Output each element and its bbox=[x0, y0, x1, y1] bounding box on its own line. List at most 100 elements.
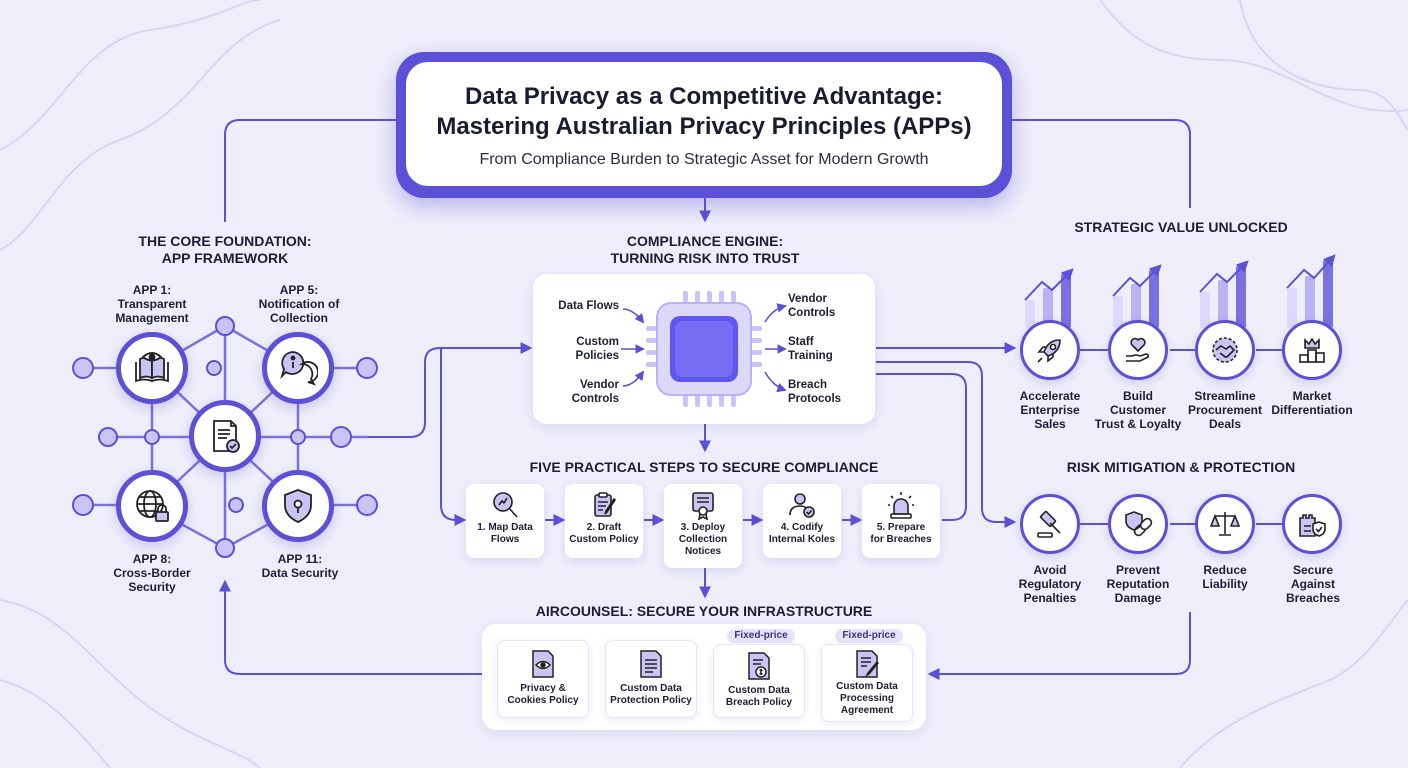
gavel-icon bbox=[1037, 510, 1061, 538]
app11-title: Data Security bbox=[261, 566, 339, 580]
step-2-label: 2. Draft Custom Policy bbox=[569, 522, 639, 545]
engine-card: Data Flows Custom Policies Vendor Contro… bbox=[533, 274, 875, 424]
engine-input-0: Data Flows bbox=[558, 300, 619, 312]
app8-number: APP 8: bbox=[132, 552, 172, 566]
shield-lock-icon bbox=[284, 489, 312, 523]
app11-number: APP 11: bbox=[277, 552, 323, 566]
rocket-icon bbox=[1037, 339, 1061, 363]
castle-shield-icon bbox=[1299, 514, 1326, 537]
fixed-price-badge-1: Fixed-price bbox=[727, 629, 795, 643]
handshake-icon bbox=[1212, 337, 1238, 363]
doc-processing-agreement-label: Custom Data Processing Agreement bbox=[836, 681, 898, 716]
crown-podium-icon bbox=[1299, 337, 1325, 363]
subtitle: From Compliance Burden to Strategic Asse… bbox=[479, 151, 929, 168]
growth-bars-graphic bbox=[1024, 254, 1336, 328]
engine-output-2: Breach Protocols bbox=[788, 379, 842, 405]
chip-icon bbox=[621, 291, 787, 407]
engine-output-1: Staff Training bbox=[788, 336, 833, 362]
globe-lock-icon bbox=[136, 490, 169, 522]
app1-title-2: Management bbox=[115, 311, 189, 325]
strategic-node-3[interactable] bbox=[1195, 320, 1255, 380]
document-icon bbox=[640, 650, 662, 678]
title-card: Data Privacy as a Competitive Advantage:… bbox=[406, 62, 1002, 186]
step-3-label: 3. Deploy Collection Notices bbox=[678, 522, 728, 557]
app5-title-1: Notification of bbox=[258, 297, 340, 311]
strategic-node-2[interactable] bbox=[1108, 320, 1168, 380]
step-4-label: 4. Codify Internal Koles bbox=[768, 522, 836, 545]
doc-privacy-cookies[interactable]: Privacy & Cookies Policy bbox=[497, 640, 589, 718]
alarm-light-icon bbox=[888, 492, 914, 519]
risk-node-3[interactable] bbox=[1195, 494, 1255, 554]
fixed-price-badge-2: Fixed-price bbox=[835, 629, 903, 643]
app8-node[interactable] bbox=[116, 470, 188, 542]
dollar-document-icon bbox=[748, 652, 770, 680]
engine-input-1: Custom Policies bbox=[575, 336, 619, 362]
app11-node[interactable] bbox=[262, 470, 334, 542]
risk-node-1[interactable] bbox=[1020, 494, 1080, 554]
step-3[interactable]: 3. Deploy Collection Notices bbox=[664, 484, 742, 568]
strategic-node-4[interactable] bbox=[1282, 320, 1342, 380]
app1-title-1: Transparent bbox=[117, 297, 187, 311]
engine-header-line-2: TURNING RISK INTO TRUST bbox=[610, 250, 800, 266]
app5-label: APP 5: Notification of Collection bbox=[244, 283, 354, 325]
app8-label: APP 8: Cross-Border Security bbox=[100, 552, 204, 594]
signed-document-icon bbox=[856, 650, 880, 678]
app-network-nodes bbox=[72, 316, 378, 558]
user-check-icon bbox=[789, 493, 815, 518]
foundation-header-line-2: APP FRAMEWORK bbox=[161, 250, 289, 266]
app5-number: APP 5: bbox=[279, 283, 319, 297]
engine-header: COMPLIANCE ENGINE: TURNING RISK INTO TRU… bbox=[580, 233, 830, 267]
doc-processing-agreement[interactable]: Custom Data Processing Agreement bbox=[821, 644, 913, 722]
risk-label-2: Prevent Reputation Damage bbox=[1106, 563, 1170, 605]
engine-header-line-1: COMPLIANCE ENGINE: bbox=[626, 233, 784, 249]
step-4[interactable]: 4. Codify Internal Koles bbox=[763, 484, 841, 558]
doc-data-protection[interactable]: Custom Data Protection Policy bbox=[605, 640, 697, 718]
title-line-2: Mastering Australian Privacy Principles … bbox=[436, 113, 972, 140]
strategic-header: STRATEGIC VALUE UNLOCKED bbox=[1074, 219, 1288, 235]
foundation-header-line-1: THE CORE FOUNDATION: bbox=[138, 233, 312, 249]
info-chat-icon bbox=[280, 351, 318, 386]
book-eye-icon bbox=[135, 352, 169, 383]
step-2[interactable]: 2. Draft Custom Policy bbox=[565, 484, 643, 558]
clipboard-pen-icon bbox=[594, 492, 617, 517]
app1-node[interactable] bbox=[116, 332, 188, 404]
risk-label-1: Avoid Regulatory Penalties bbox=[1018, 563, 1082, 605]
aircounsel-header: AIRCOUNSEL: SECURE YOUR INFRASTRUCTURE bbox=[535, 603, 873, 619]
title-line-1: Data Privacy as a Competitive Advantage: bbox=[465, 83, 943, 110]
strategic-label-1: Accelerate Enterprise Sales bbox=[1019, 389, 1081, 431]
risk-header: RISK MITIGATION & PROTECTION bbox=[1066, 459, 1296, 475]
eye-document-icon bbox=[532, 650, 554, 678]
app8-title-2: Security bbox=[128, 580, 176, 594]
growth-arrows bbox=[1024, 254, 1336, 301]
step-1[interactable]: 1. Map Data Flows bbox=[466, 484, 544, 558]
strategic-node-1[interactable] bbox=[1020, 320, 1080, 380]
engine-input-2: Vendor Controls bbox=[571, 379, 619, 405]
scales-icon bbox=[1209, 512, 1241, 536]
app11-label: APP 11: Data Security bbox=[250, 552, 350, 580]
foundation-header: THE CORE FOUNDATION: APP FRAMEWORK bbox=[120, 233, 330, 267]
step-5-label: 5. Prepare for Breaches bbox=[870, 522, 932, 545]
strategic-label-4: Market Differentiation bbox=[1271, 389, 1353, 417]
app5-title-2: Collection bbox=[269, 311, 328, 325]
app8-title-1: Cross-Border bbox=[113, 566, 191, 580]
risk-node-4[interactable] bbox=[1282, 494, 1342, 554]
strategic-label-3: Streamline Procurement Deals bbox=[1187, 389, 1263, 431]
risk-label-3: Reduce Liability bbox=[1202, 563, 1248, 591]
steps-header: FIVE PRACTICAL STEPS TO SECURE COMPLIANC… bbox=[529, 459, 879, 475]
document-check-icon bbox=[213, 420, 240, 453]
certificate-icon bbox=[692, 492, 714, 520]
core-document-node[interactable] bbox=[189, 400, 261, 472]
risk-node-2[interactable] bbox=[1108, 494, 1168, 554]
growth-bars bbox=[1025, 260, 1333, 328]
step-1-label: 1. Map Data Flows bbox=[477, 522, 533, 545]
magnifier-chart-icon bbox=[493, 492, 518, 518]
risk-label-4: Secure Against Breaches bbox=[1285, 563, 1341, 605]
app5-node[interactable] bbox=[262, 332, 334, 404]
step-5[interactable]: 5. Prepare for Breaches bbox=[862, 484, 940, 558]
doc-breach-policy[interactable]: Custom Data Breach Policy bbox=[713, 644, 805, 718]
shield-chain-icon bbox=[1125, 511, 1153, 537]
app1-number: APP 1: bbox=[132, 283, 172, 297]
doc-data-protection-label: Custom Data Protection Policy bbox=[610, 683, 692, 706]
app1-label: APP 1: Transparent Management bbox=[100, 283, 204, 325]
